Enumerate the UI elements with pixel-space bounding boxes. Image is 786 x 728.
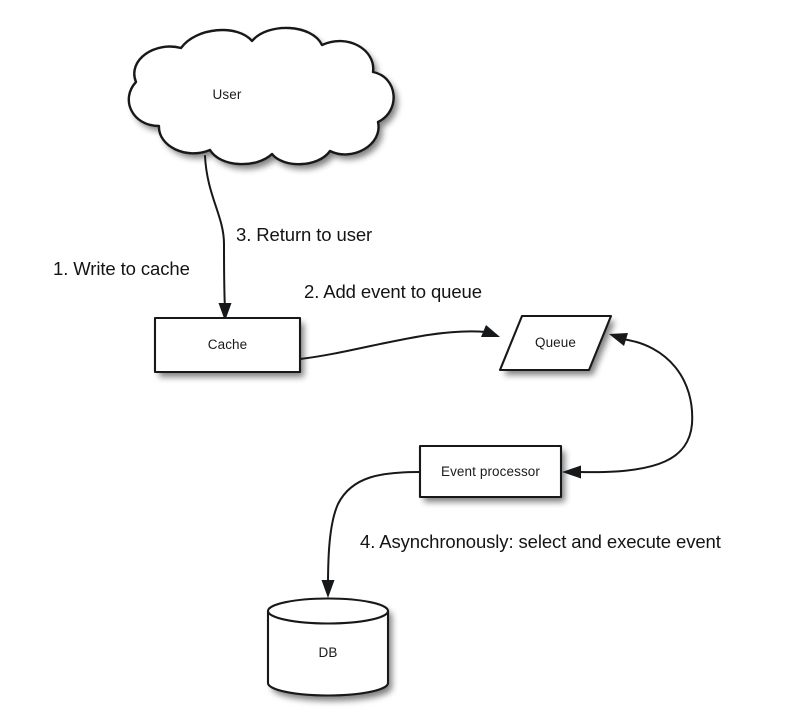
db-cylinder-shape[interactable] [266, 597, 390, 697]
queue-node-label: Queue [534, 335, 577, 350]
event-processor-node-label: Event processor [440, 464, 541, 479]
edge-label-async-select-execute: 4. Asynchronously: select and execute ev… [360, 531, 721, 552]
edge-queue-processor-link [562, 333, 694, 479]
edge-label-return-to-user: 3. Return to user [236, 224, 373, 245]
event-processor-box-shape[interactable] [418, 444, 563, 499]
user-node-label: User [212, 87, 242, 102]
edge-label-add-event-to-queue: 2. Add event to queue [304, 281, 482, 302]
cache-node-label: Cache [207, 337, 248, 352]
edge-add-event-to-queue [299, 325, 500, 360]
cache-box-shape[interactable] [153, 316, 302, 374]
db-node-label: DB [318, 645, 338, 660]
user-cloud-shape[interactable] [127, 26, 395, 166]
edge-write-to-cache [204, 155, 232, 321]
edge-label-write-to-cache: 1. Write to cache [53, 258, 190, 279]
edge-async-select-execute [321, 471, 421, 598]
queue-shape[interactable] [498, 314, 613, 372]
